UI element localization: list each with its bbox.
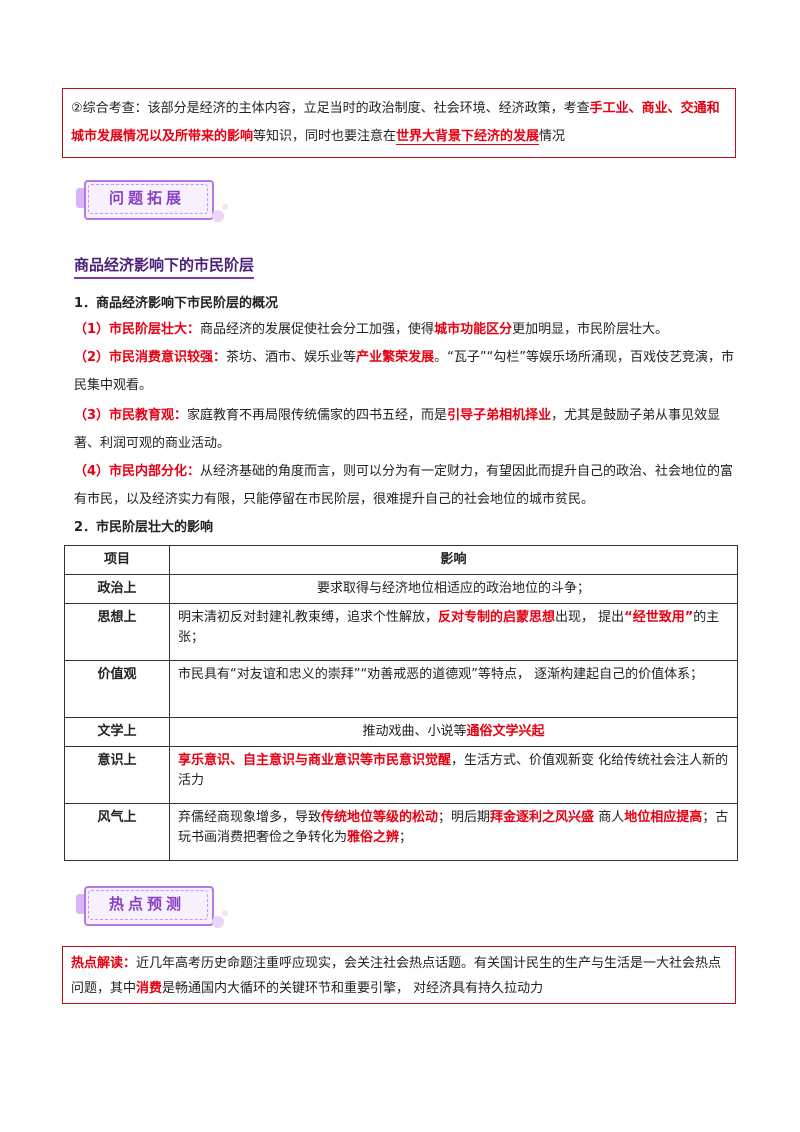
row-value: 要求取得与经济地位相适应的政治地位的斗争； bbox=[169, 574, 738, 604]
exam-focus-highlight-1: 手工业、商业、交通和城市发展情况以及所带来的影响 bbox=[71, 101, 720, 144]
hot-topic-head: 热点解读： bbox=[71, 956, 137, 971]
row-highlight: 享乐意识、自主意识与商业意识等市民意识觉醒 bbox=[178, 753, 452, 768]
item-text: 家庭教育不再局限传统儒家的四书五经，而是 bbox=[187, 408, 448, 423]
row-text: ，生活方式、价值观新变 化给传统社会注人新的活力 bbox=[178, 753, 729, 788]
row-highlight: 反对专制的启蒙思想 bbox=[438, 610, 556, 625]
table-row: 思想上 明末清初反对封建礼教束缚，追求个性解放，反对专制的启蒙思想出现， 提出“… bbox=[64, 603, 738, 661]
exam-focus-text-3: 情况 bbox=[539, 129, 566, 144]
item-text: 从经济基础的角度而言，则可以分为有一定财力，有望因此而提升自己的政治、社会地位的… bbox=[74, 464, 734, 507]
item-text: ，尤其是鼓励子弟从事见效显著、利润可观的商业活动。 bbox=[74, 408, 721, 451]
section-title: 商品经济影响下的市民阶层 bbox=[74, 254, 255, 279]
row-highlight: “经世致用” bbox=[624, 610, 694, 625]
item-text: 茶坊、酒市、娱乐业等 bbox=[226, 350, 357, 365]
badge-label: 热点预测 bbox=[108, 895, 185, 913]
item-highlight: 产业繁荣发展 bbox=[356, 350, 435, 365]
row-text: 市民具有“对友谊和忠义的崇拜”“劝善戒恶的道德观”等特点， 逐渐构建起自己的价值… bbox=[178, 667, 704, 682]
item-text: 。“瓦子”“勾栏”等娱乐场所涌现，百戏伎艺竞演，市民集中观看。 bbox=[74, 350, 735, 393]
table-row: 政治上 要求取得与经济地位相适应的政治地位的斗争； bbox=[64, 574, 738, 604]
section-badge-question-extension: 问题拓展 bbox=[72, 174, 228, 222]
list-item: （1）市民阶层壮大：商品经济的发展促使社会分工加强，使得城市功能区分更加明显，市… bbox=[74, 316, 736, 344]
row-value: 明末清初反对封建礼教束缚，追求个性解放，反对专制的启蒙思想出现， 提出“经世致用… bbox=[169, 603, 738, 661]
row-text: 商人 bbox=[594, 810, 625, 825]
subheading-overview: 1．商品经济影响下市民阶层的概况 bbox=[74, 296, 279, 311]
row-text: 推动戏曲、小说等 bbox=[362, 724, 467, 739]
hot-topic-highlight: 消费 bbox=[136, 981, 163, 996]
item-head: （3）市民教育观： bbox=[74, 408, 188, 423]
table-row: 意识上 享乐意识、自主意识与商业意识等市民意识觉醒，生活方式、价值观新变 化给传… bbox=[64, 746, 738, 804]
section-badge-hot-forecast: 热点预测 bbox=[72, 880, 228, 928]
item-head: （4）市民内部分化： bbox=[74, 464, 201, 479]
row-text: 的主张； bbox=[178, 610, 720, 645]
row-highlight: 传统地位等级的松动 bbox=[321, 810, 439, 825]
row-value: 弃儒经商现象增多，导致传统地位等级的松动；明后期拜金逐利之风兴盛 商人地位相应提… bbox=[169, 803, 738, 861]
badge-tab-decoration bbox=[76, 188, 86, 208]
item-text: 更加明显，市民阶层壮大。 bbox=[512, 322, 669, 337]
row-key: 文学上 bbox=[64, 717, 170, 747]
exam-focus-text-2: 等知识，同时也要注意在 bbox=[253, 129, 397, 144]
column-header-item: 项目 bbox=[64, 545, 170, 575]
item-text: 商品经济的发展促使社会分工加强，使得 bbox=[200, 322, 435, 337]
row-key: 政治上 bbox=[64, 574, 170, 604]
row-text: 要求取得与经济地位相适应的政治地位的斗争； bbox=[316, 581, 590, 596]
hot-topic-text-2: 是畅通国内大循环的关键环节和重要引擎， 对经济具有持久拉动力 bbox=[162, 981, 544, 996]
row-value: 市民具有“对友谊和忠义的崇拜”“劝善戒恶的道德观”等特点， 逐渐构建起自己的价值… bbox=[169, 660, 738, 718]
list-item: （3）市民教育观：家庭教育不再局限传统儒家的四书五经，而是引导子弟相机择业，尤其… bbox=[74, 402, 736, 458]
row-text: ； bbox=[399, 830, 413, 845]
row-text: ；古玩书画消费把奢俭之争转化为 bbox=[178, 810, 729, 845]
row-text: 明末清初反对封建礼教束缚，追求个性解放， bbox=[178, 610, 439, 625]
exam-focus-box: ②综合考查：该部分是经济的主体内容，立足当时的政治制度、社会环境、经济政策，考查… bbox=[62, 88, 736, 158]
row-text: 出现， 提出 bbox=[555, 610, 625, 625]
badge-inner-frame bbox=[88, 890, 208, 920]
badge-dot-decoration bbox=[212, 210, 224, 222]
badge-dot-decoration bbox=[222, 204, 228, 210]
row-key: 思想上 bbox=[64, 603, 170, 661]
item-highlight: 城市功能区分 bbox=[434, 322, 513, 337]
row-key: 意识上 bbox=[64, 746, 170, 804]
column-header-influence: 影响 bbox=[169, 545, 738, 575]
row-key: 风气上 bbox=[64, 803, 170, 861]
badge-label: 问题拓展 bbox=[108, 189, 185, 207]
table-header-row: 项目 影响 bbox=[64, 545, 738, 575]
badge-dot-decoration bbox=[212, 916, 224, 928]
list-item: （2）市民消费意识较强：茶坊、酒市、娱乐业等产业繁荣发展。“瓦子”“勾栏”等娱乐… bbox=[74, 344, 736, 400]
table-row: 风气上 弃儒经商现象增多，导致传统地位等级的松动；明后期拜金逐利之风兴盛 商人地… bbox=[64, 803, 738, 861]
row-value: 推动戏曲、小说等通俗文学兴起 bbox=[169, 717, 738, 747]
badge-dot-decoration bbox=[222, 910, 228, 916]
row-text: ；明后期 bbox=[438, 810, 491, 825]
row-highlight: 通俗文学兴起 bbox=[466, 724, 545, 739]
item-highlight: 引导子弟相机择业 bbox=[447, 408, 552, 423]
row-value: 享乐意识、自主意识与商业意识等市民意识觉醒，生活方式、价值观新变 化给传统社会注… bbox=[169, 746, 738, 804]
hot-topic-text-1: 近几年高考历史命题注重呼应现实，会关注社会热点话题。有关国计民生的生产与生活是一… bbox=[71, 956, 722, 996]
item-head: （1）市民阶层壮大： bbox=[74, 322, 201, 337]
item-head: （2）市民消费意识较强： bbox=[74, 350, 227, 365]
exam-focus-text-1: ②综合考查：该部分是经济的主体内容，立足当时的政治制度、社会环境、经济政策，考查 bbox=[71, 101, 590, 116]
row-key: 价值观 bbox=[64, 660, 170, 718]
table-row: 文学上 推动戏曲、小说等通俗文学兴起 bbox=[64, 717, 738, 747]
influence-table: 项目 影响 政治上 要求取得与经济地位相适应的政治地位的斗争； 思想上 明末清初… bbox=[64, 545, 738, 861]
list-item: （4）市民内部分化：从经济基础的角度而言，则可以分为有一定财力，有望因此而提升自… bbox=[74, 458, 736, 514]
row-text: 弃儒经商现象增多，导致 bbox=[178, 810, 322, 825]
subheading-influence: 2．市民阶层壮大的影响 bbox=[74, 520, 214, 535]
badge-tab-decoration bbox=[76, 894, 86, 914]
row-highlight: 地位相应提高 bbox=[624, 810, 703, 825]
hot-topic-box: 热点解读：近几年高考历史命题注重呼应现实，会关注社会热点话题。有关国计民生的生产… bbox=[62, 946, 736, 1004]
badge-inner-frame bbox=[88, 184, 208, 214]
row-highlight: 雅俗之辨 bbox=[347, 830, 400, 845]
exam-focus-highlight-2: 世界大背景下经济的发展 bbox=[396, 129, 540, 145]
row-highlight: 拜金逐利之风兴盛 bbox=[490, 810, 595, 825]
table-row: 价值观 市民具有“对友谊和忠义的崇拜”“劝善戒恶的道德观”等特点， 逐渐构建起自… bbox=[64, 660, 738, 718]
